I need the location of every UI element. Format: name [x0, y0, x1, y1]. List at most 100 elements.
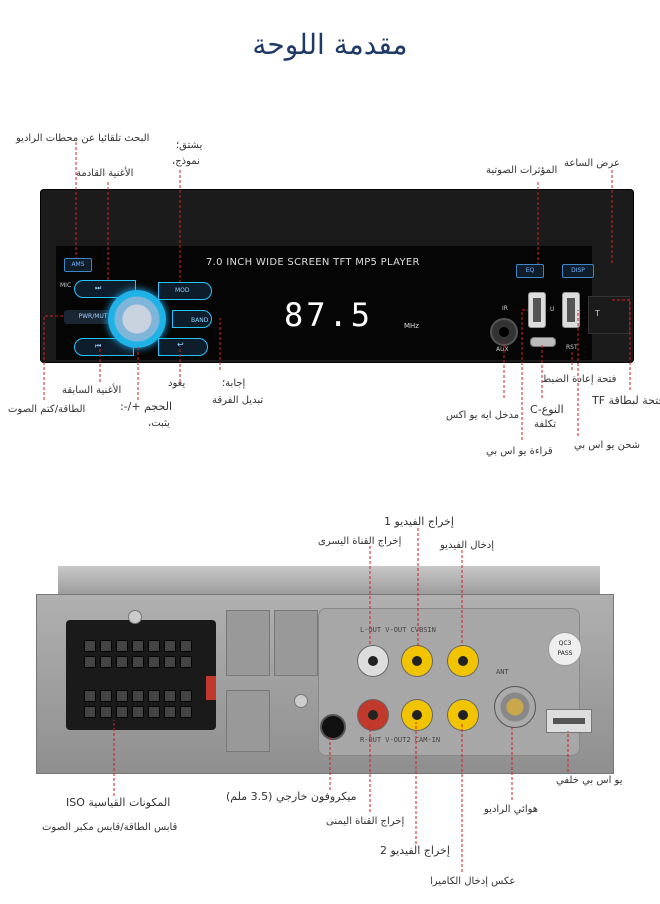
iso-pin	[180, 640, 192, 652]
pwr-mute-button[interactable]: PWR/MUT	[64, 310, 122, 324]
label-video-out-2: إخراج الفيديو 2	[380, 844, 450, 857]
label-radio-antenna: هوائي الراديو	[484, 804, 539, 815]
back-button[interactable]: ↩	[158, 338, 208, 356]
iso-pin	[148, 656, 160, 668]
chassis-top	[58, 566, 600, 596]
label-usb-read: قراءة يو اس بي	[486, 446, 553, 457]
frequency-unit: MHz	[404, 322, 419, 330]
t-label: T	[595, 309, 600, 318]
leader-lines-group	[43, 142, 631, 872]
usb-charge-slot[interactable]	[562, 292, 580, 328]
mic-label: MIC	[60, 282, 72, 289]
iso-pin	[180, 690, 192, 702]
u-label: U	[550, 306, 555, 313]
line-usb-read	[521, 309, 528, 440]
label-right-out: إخراج القناة اليمنى	[326, 816, 405, 827]
label-switch-mode-1: يشتق؛	[176, 140, 203, 151]
video-in-jack[interactable]	[448, 646, 478, 676]
ams-button[interactable]: AMS	[64, 258, 92, 272]
iso-pin	[100, 656, 112, 668]
iso-pin	[132, 640, 144, 652]
iso-pin	[132, 706, 144, 718]
next-icon: ⏭	[95, 284, 102, 292]
label-reset-hole: فتحة إعادة الضبط	[542, 374, 617, 385]
rear-usb-port[interactable]	[546, 709, 592, 733]
stamp-line1: QC3	[558, 640, 572, 647]
iso-pin	[84, 706, 96, 718]
prev-icon: ⏮	[95, 342, 102, 350]
label-video-out-1: إخراج الفيديو 1	[384, 515, 454, 528]
right-out-jack[interactable]	[358, 700, 388, 730]
aux-label: AUX	[496, 346, 509, 353]
iso-pin	[132, 656, 144, 668]
mod-button[interactable]: MOD	[158, 282, 212, 300]
label-typec-1: النوع-C	[530, 403, 564, 416]
iso-pin	[164, 656, 176, 668]
label-camera-in: عكس إدخال الكاميرا	[430, 876, 516, 887]
screen-caption: 7.0 INCH WIDE SCREEN TFT MP5 PLAYER	[206, 257, 420, 268]
label-prev-song: الأغنية السابقة	[62, 385, 122, 396]
iso-pin	[84, 690, 96, 702]
vent-slot	[226, 690, 270, 752]
iso-pin	[164, 706, 176, 718]
label-auto-search: البحث تلقائيا عن محطات الراديو	[16, 133, 150, 144]
typec-port[interactable]	[530, 337, 556, 347]
tf-slot-cover[interactable]: T	[588, 296, 630, 334]
screw	[294, 694, 308, 708]
usb-read-slot[interactable]	[528, 292, 546, 328]
ant-label: ANT	[496, 668, 509, 676]
frequency-display: 87.5	[284, 296, 374, 334]
iso-pin	[100, 706, 112, 718]
iso-pin	[100, 690, 112, 702]
iso-pin	[84, 640, 96, 652]
video-out1-jack[interactable]	[402, 646, 432, 676]
vent-slot	[226, 610, 270, 676]
label-ext-mic: ميكروفون خارجي (3.5 ملم)	[226, 790, 357, 803]
iso-pin	[116, 690, 128, 702]
iso-pin	[100, 640, 112, 652]
video-out2-jack[interactable]	[402, 700, 432, 730]
left-out-jack[interactable]	[358, 646, 388, 676]
rst-label: RST	[566, 344, 578, 351]
volume-knob[interactable]	[108, 290, 166, 348]
aux-port[interactable]	[490, 318, 518, 346]
back-icon: ↩	[177, 340, 184, 349]
rca-plate	[318, 608, 580, 756]
plate-row1: L-OUT V-OUT CVBSIN	[360, 626, 436, 634]
iso-pin	[164, 640, 176, 652]
eq-button[interactable]: EQ	[516, 264, 544, 278]
screw	[128, 610, 142, 624]
iso-pin	[180, 706, 192, 718]
line-tf	[612, 299, 631, 390]
label-aux-in: مدخل ايه يو اكس	[446, 410, 520, 421]
iso-pin	[180, 656, 192, 668]
mic-jack[interactable]	[320, 714, 346, 740]
page-title: مقدمة اللوحة	[252, 28, 408, 61]
iso-pin	[132, 690, 144, 702]
band-button[interactable]: BAND	[172, 310, 212, 328]
label-clock-display: عرض الساعة	[564, 158, 620, 169]
iso-pin	[164, 690, 176, 702]
label-left-out: إخراج القناة اليسرى	[318, 536, 402, 547]
label-answer-1: إجابة؛	[222, 378, 246, 389]
camera-in-jack[interactable]	[448, 700, 478, 730]
disp-button[interactable]: DISP	[562, 264, 594, 278]
stamp-line2: PASS	[557, 650, 573, 657]
label-rear-usb: يو اس بي خلفي	[556, 775, 623, 786]
label-answer-2: تبديل الفرقة	[212, 395, 264, 406]
label-volume-2: يثبت،	[148, 418, 170, 429]
label-usb-charge: شحن يو اس بي	[574, 440, 641, 451]
label-tf-slot: فتحة لبطاقة TF	[592, 394, 660, 407]
label-typec-2: تكلفة	[534, 419, 557, 430]
label-volume-1: الحجم +/-:	[120, 400, 173, 413]
iso-pin	[148, 640, 160, 652]
label-back: يعود	[168, 378, 186, 389]
label-video-in: إدخال الفيديو	[440, 540, 495, 551]
antenna-socket[interactable]	[494, 686, 536, 728]
label-sound-effects: المؤثرات الصوتية	[486, 165, 558, 176]
fuse	[206, 676, 216, 700]
iso-pin	[116, 706, 128, 718]
mod-label: MOD	[175, 287, 190, 294]
